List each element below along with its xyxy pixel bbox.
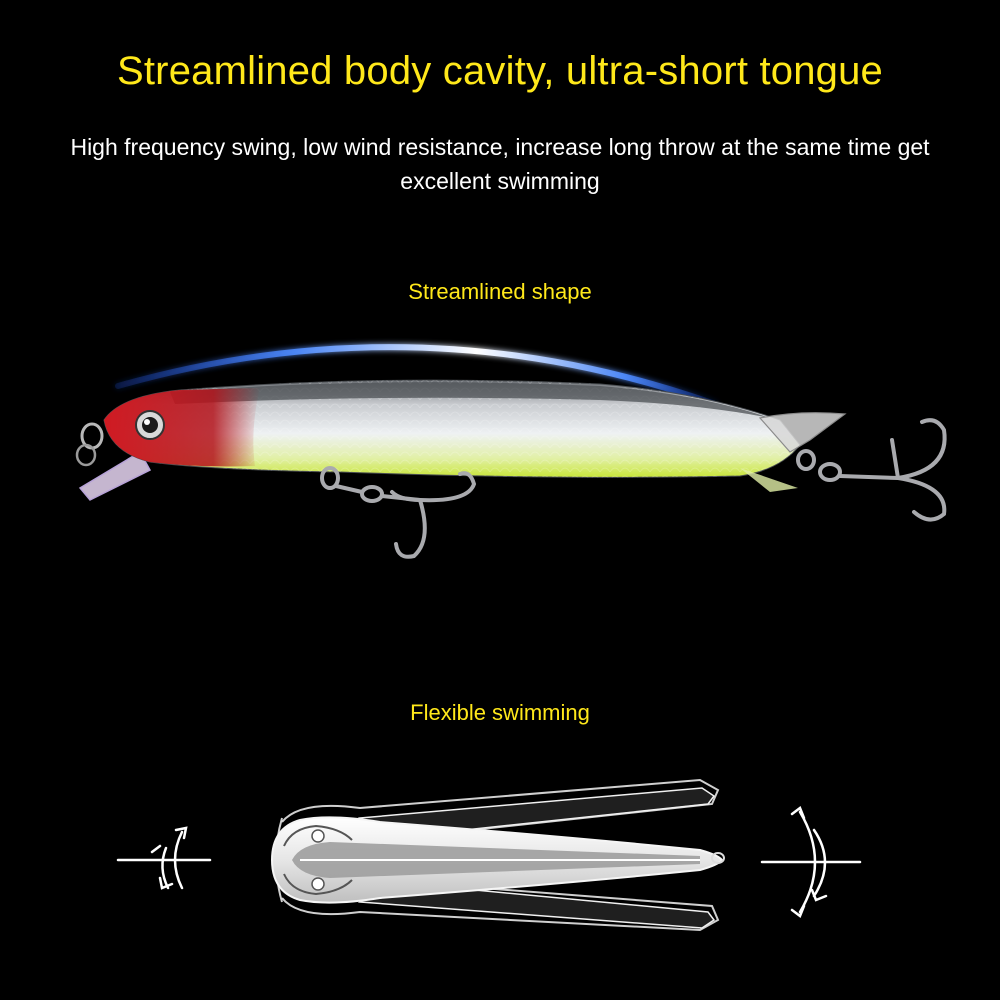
lure-side-view xyxy=(75,379,947,559)
right-swing-rotate-icon xyxy=(760,806,862,918)
belly-treble-hook-icon xyxy=(320,466,477,559)
headline: Streamlined body cavity, ultra-short ton… xyxy=(116,49,884,93)
left-swing-rotate-icon xyxy=(116,826,212,890)
label-flexible-swimming: Flexible swimming xyxy=(410,700,590,725)
label-streamlined-shape: Streamlined shape xyxy=(408,279,592,304)
streamline-arc xyxy=(115,344,718,407)
tail-treble-hook-icon xyxy=(796,418,947,522)
subline: High frequency swing, low wind resistanc… xyxy=(70,134,930,194)
lure-top-view xyxy=(270,778,725,932)
